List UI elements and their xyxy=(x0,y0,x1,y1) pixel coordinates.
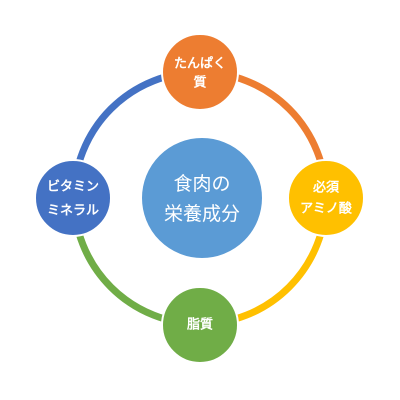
node-protein: たんぱく 質 xyxy=(161,33,239,111)
node-vitamin-label-line-1: ビタミン xyxy=(47,179,99,195)
node-vitamin-circle xyxy=(34,159,112,237)
center-circle xyxy=(140,136,264,260)
node-protein-label-line-1: たんぱく xyxy=(174,56,226,72)
node-amino-circle xyxy=(287,159,365,237)
node-amino-label-line-2: アミノ酸 xyxy=(300,201,353,217)
node-fat: 脂質 xyxy=(161,286,239,364)
node-fat-label-line-1: 脂質 xyxy=(186,317,213,333)
node-protein-circle xyxy=(161,33,239,111)
node-fat-circle xyxy=(161,286,239,364)
center-label-line-2: 栄養成分 xyxy=(164,203,240,225)
node-protein-label-line-2: 質 xyxy=(193,75,206,91)
node-vitamin-label-line-2: ミネラル xyxy=(47,204,99,219)
node-amino: 必須 アミノ酸 xyxy=(287,159,365,237)
node-amino-label-line-1: 必須 xyxy=(312,180,340,196)
center-label-line-1: 食肉の xyxy=(173,173,230,195)
node-vitamin: ビタミン ミネラル xyxy=(34,159,112,237)
center-node: 食肉の 栄養成分 xyxy=(140,136,264,260)
